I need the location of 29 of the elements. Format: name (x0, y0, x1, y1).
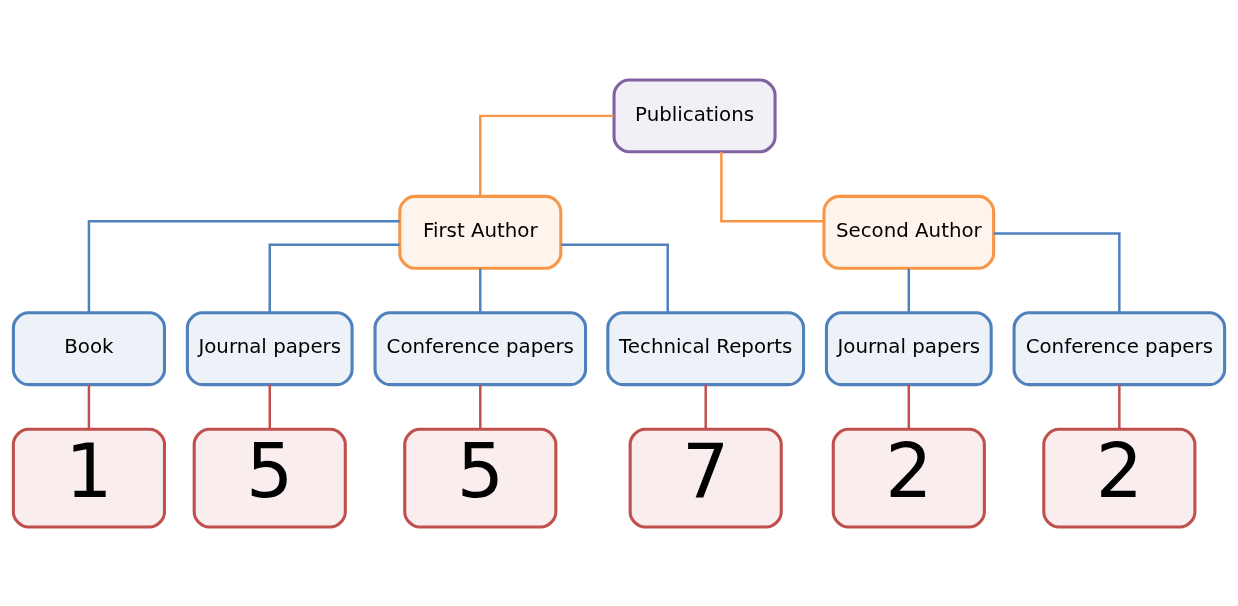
node-box: First Author (398, 194, 563, 270)
connector (479, 268, 482, 313)
connector (87, 219, 400, 312)
node-box: 2 (831, 427, 986, 529)
node-box: 7 (628, 427, 783, 529)
connector (704, 384, 707, 429)
node-box: Second Author (822, 194, 996, 270)
connector (1118, 384, 1121, 429)
node-box: 1 (11, 427, 167, 529)
connector (560, 242, 669, 312)
node-box: Conference papers (373, 310, 588, 386)
node-box: Publications (612, 77, 777, 153)
node-box: Technical Reports (606, 310, 806, 386)
connector (268, 384, 271, 429)
node-box: Conference papers (1012, 310, 1227, 386)
connector (479, 384, 482, 429)
node-box: Journal papers (824, 310, 993, 386)
node-box: Journal papers (185, 310, 354, 386)
connector (907, 384, 911, 429)
node-box: 5 (403, 427, 558, 529)
connector (87, 384, 91, 429)
connector (479, 114, 614, 196)
node-box: Book (11, 310, 167, 386)
node-box: 2 (1042, 427, 1197, 529)
connector (268, 242, 400, 312)
connector (993, 231, 1121, 313)
connector (907, 268, 911, 313)
connector (720, 151, 824, 222)
node-box: 5 (192, 427, 347, 529)
